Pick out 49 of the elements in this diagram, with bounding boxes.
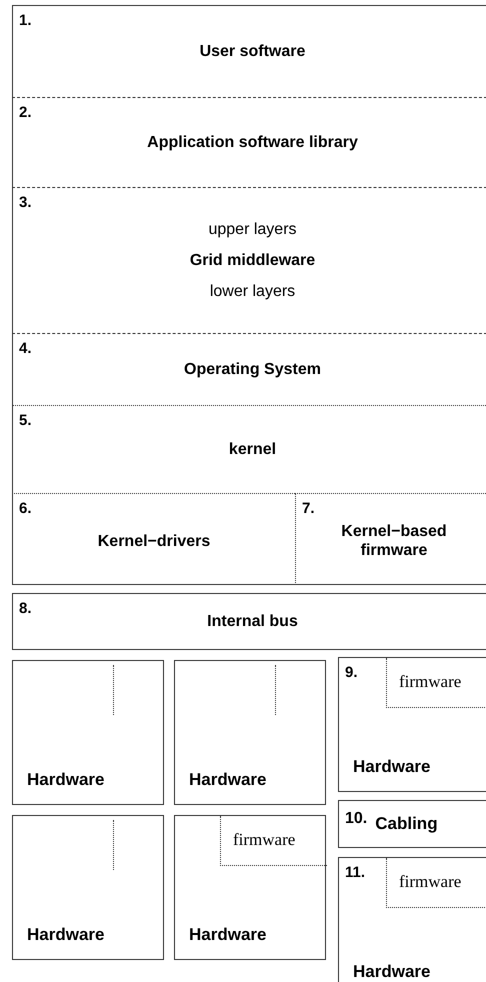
layer-number: 2. [19, 104, 32, 121]
layer-title: User software [200, 42, 306, 61]
layer-band [12, 493, 295, 585]
hardware-card [12, 660, 164, 805]
card-title: Cabling [375, 814, 438, 833]
layer-title: Application software library [147, 133, 358, 152]
layer-band [12, 333, 486, 405]
layer-title: kernel [228, 440, 276, 459]
firmware-region [386, 658, 486, 708]
layer-band [12, 405, 486, 493]
card-number: 9. [345, 664, 358, 681]
layer-band [12, 5, 486, 97]
card-title: Hardware [189, 770, 266, 790]
card-number: 10. [345, 809, 368, 828]
layer-number: 7. [302, 500, 315, 517]
layer-title: Grid middleware [190, 251, 316, 270]
layer-title: Kernel−based firmware [340, 522, 448, 560]
layer-note: upper layers [208, 220, 297, 239]
hardware-card [12, 815, 164, 960]
card-title: Hardware [353, 962, 430, 982]
card-title: Hardware [27, 925, 104, 945]
card-title: Hardware [27, 770, 104, 790]
firmware-region [386, 858, 486, 908]
hardware-card [174, 660, 326, 805]
card-number: 11. [345, 864, 366, 881]
layer-number: 5. [19, 412, 32, 429]
card-title: Hardware [353, 757, 430, 777]
layer-number: 4. [19, 340, 32, 357]
layer-band [12, 593, 486, 650]
cabling-card [338, 800, 486, 848]
layer-note: lower layers [210, 282, 296, 301]
card-title: Hardware [189, 925, 266, 945]
firmware-label: firmware [233, 830, 296, 850]
layer-number: 8. [19, 600, 32, 617]
layer-band [12, 187, 486, 333]
firmware-label: firmware [399, 672, 462, 692]
layer-band [295, 493, 486, 585]
layer-title: Kernel−drivers [98, 532, 210, 550]
layer-title: Internal bus [207, 612, 298, 631]
hardware-card [174, 815, 326, 960]
layer-number: 1. [19, 12, 32, 29]
layer-title: Operating System [184, 360, 321, 379]
layer-band [12, 97, 486, 187]
firmware-region [220, 816, 327, 866]
layer-number: 3. [19, 194, 32, 211]
hardware-card [338, 857, 486, 982]
firmware-label: firmware [399, 872, 462, 892]
layer-number: 6. [19, 500, 32, 517]
hardware-card [338, 657, 486, 792]
